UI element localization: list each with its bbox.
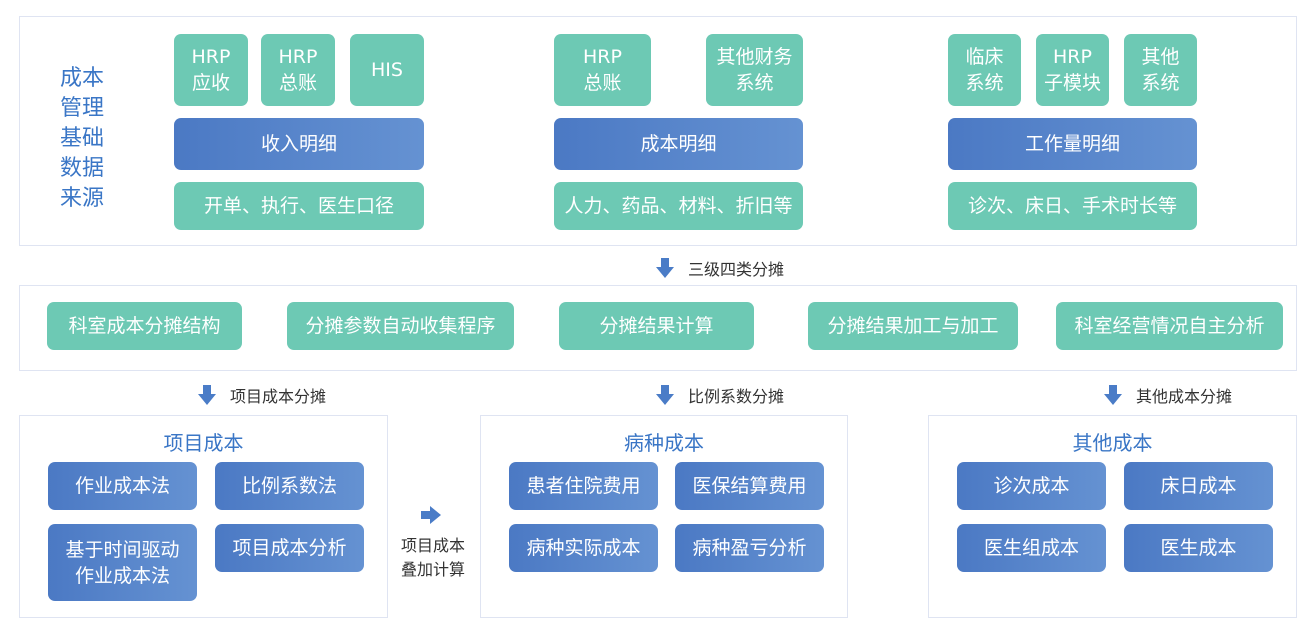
workload-detail-bar: 工作量明细 [948,118,1197,170]
process-processing: 分摊结果加工与加工 [808,302,1018,350]
process-param-collect: 分摊参数自动收集程序 [287,302,514,350]
data-source-label: 成本 管理 基础 数据 来源 [60,66,105,211]
disease-actual-cost: 病种实际成本 [509,524,658,572]
cost-detail-items: 人力、药品、材料、折旧等 [554,182,803,230]
cost-detail-bar: 成本明细 [554,118,803,170]
source-hrp-ledger: HRP 总账 [261,34,335,106]
project-cost-title: 项目成本 [163,431,244,455]
process-calc: 分摊结果计算 [559,302,754,350]
workload-detail-items: 诊次、床日、手术时长等 [948,182,1197,230]
process-structure: 科室成本分摊结构 [47,302,242,350]
income-detail-items: 开单、执行、医生口径 [174,182,424,230]
source-hrp-receivable: HRP 应收 [174,34,248,106]
bed-day-cost: 床日成本 [1124,462,1273,510]
other-cost-title: 其他成本 [1072,431,1153,455]
disease-cost-panel [480,415,848,618]
doctor-group-cost: 医生组成本 [957,524,1106,572]
arrow-down-icon [656,385,674,405]
arrow-down-icon [656,258,674,278]
disease-profit-analysis: 病种盈亏分析 [675,524,824,572]
other-cost-panel [928,415,1297,618]
stack-calc-note: 项目成本 叠加计算 [400,536,465,579]
step-other-allocation: 其他成本分摊 [1104,383,1232,407]
source-other-finance: 其他财务 系统 [706,34,803,106]
process-analysis: 科室经营情况自主分析 [1056,302,1283,350]
source-other-system: 其他 系统 [1124,34,1197,106]
source-hrp-submodule: HRP 子模块 [1036,34,1109,106]
arrow-down-icon [1104,385,1122,405]
arrow-down-icon [198,385,216,405]
step-ratio-allocation: 比例系数分摊 [656,383,784,407]
project-cost-analysis: 项目成本分析 [215,524,364,572]
source-hrp-ledger-2: HRP 总账 [554,34,651,106]
arrow-right-icon [421,506,441,524]
step-project-allocation: 项目成本分摊 [198,383,326,407]
step-allocation: 三级四类分摊 [656,256,784,280]
disease-cost-title: 病种成本 [624,431,704,455]
source-his: HIS [350,34,424,106]
project-ratio-method: 比例系数法 [215,462,364,510]
doctor-cost: 医生成本 [1124,524,1273,572]
insurance-settlement: 医保结算费用 [675,462,824,510]
project-activity-costing: 作业成本法 [48,462,197,510]
visit-cost: 诊次成本 [957,462,1106,510]
source-clinical-system: 临床 系统 [948,34,1021,106]
inpatient-expense: 患者住院费用 [509,462,658,510]
income-detail-bar: 收入明细 [174,118,424,170]
project-time-driven-abc: 基于时间驱动 作业成本法 [48,524,197,601]
